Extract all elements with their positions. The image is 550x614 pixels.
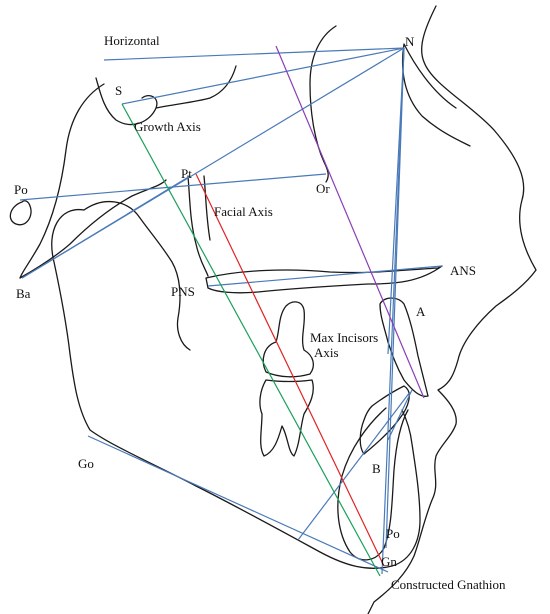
label-ans: ANS [450,263,476,278]
sella-turcica [95,65,237,125]
label-pt: Pt [181,166,192,181]
label-n: N [405,34,415,49]
label-go: Go [78,456,94,471]
label-a: A [416,304,426,319]
landmark-labels: Horizontal N S Growth Axis Po Pt Or Faci… [14,33,506,592]
soft-tissue-profile [367,5,537,614]
mandibular-molar [259,379,314,457]
label-max-incisors-axis-line1: Max Incisors [310,330,378,345]
label-facial-axis: Facial Axis [214,204,273,219]
pt-ba-line [21,175,191,279]
label-po-ear: Po [14,182,28,197]
palate-outline [205,265,443,294]
mandible-outline [51,208,421,569]
nasion-gnathion-line [385,47,405,549]
growth-axis-line [121,103,381,577]
facial-axis-line [195,173,385,567]
cranial-outline [401,43,471,147]
symphysis-outline [337,407,409,561]
upper-incisor [379,297,429,397]
lower-incisor [359,385,410,455]
label-or: Or [316,181,330,196]
label-growth-axis: Growth Axis [134,119,201,134]
label-pns: PNS [171,284,195,299]
anatomy-outline [9,5,537,614]
reference-lines [19,47,443,575]
label-b: B [372,461,381,476]
label-gn: Gn [381,554,397,569]
sella-nasion-line [121,47,405,105]
label-po-chin: Po [386,526,400,541]
orbit-outline [309,25,337,183]
lower-incisor-axis-line [387,389,413,441]
max-incisors-axis-line [275,45,425,399]
ear-rod [9,200,32,226]
palatal-plane-line [207,265,443,287]
mandibular-plane-line [87,435,389,573]
label-horizontal: Horizontal [104,33,160,48]
label-max-incisors-axis-line2: Axis [314,345,339,360]
condyle-outline [83,200,191,351]
frankfort-horizontal-line [103,47,405,61]
occipital-outline [19,83,167,279]
label-ba: Ba [16,286,31,301]
ramus-gnathion-line [297,391,411,541]
pterygoid-fissure [187,175,211,277]
label-constructed-gnathion: Constructed Gnathion [391,577,506,592]
label-s: S [115,83,122,98]
